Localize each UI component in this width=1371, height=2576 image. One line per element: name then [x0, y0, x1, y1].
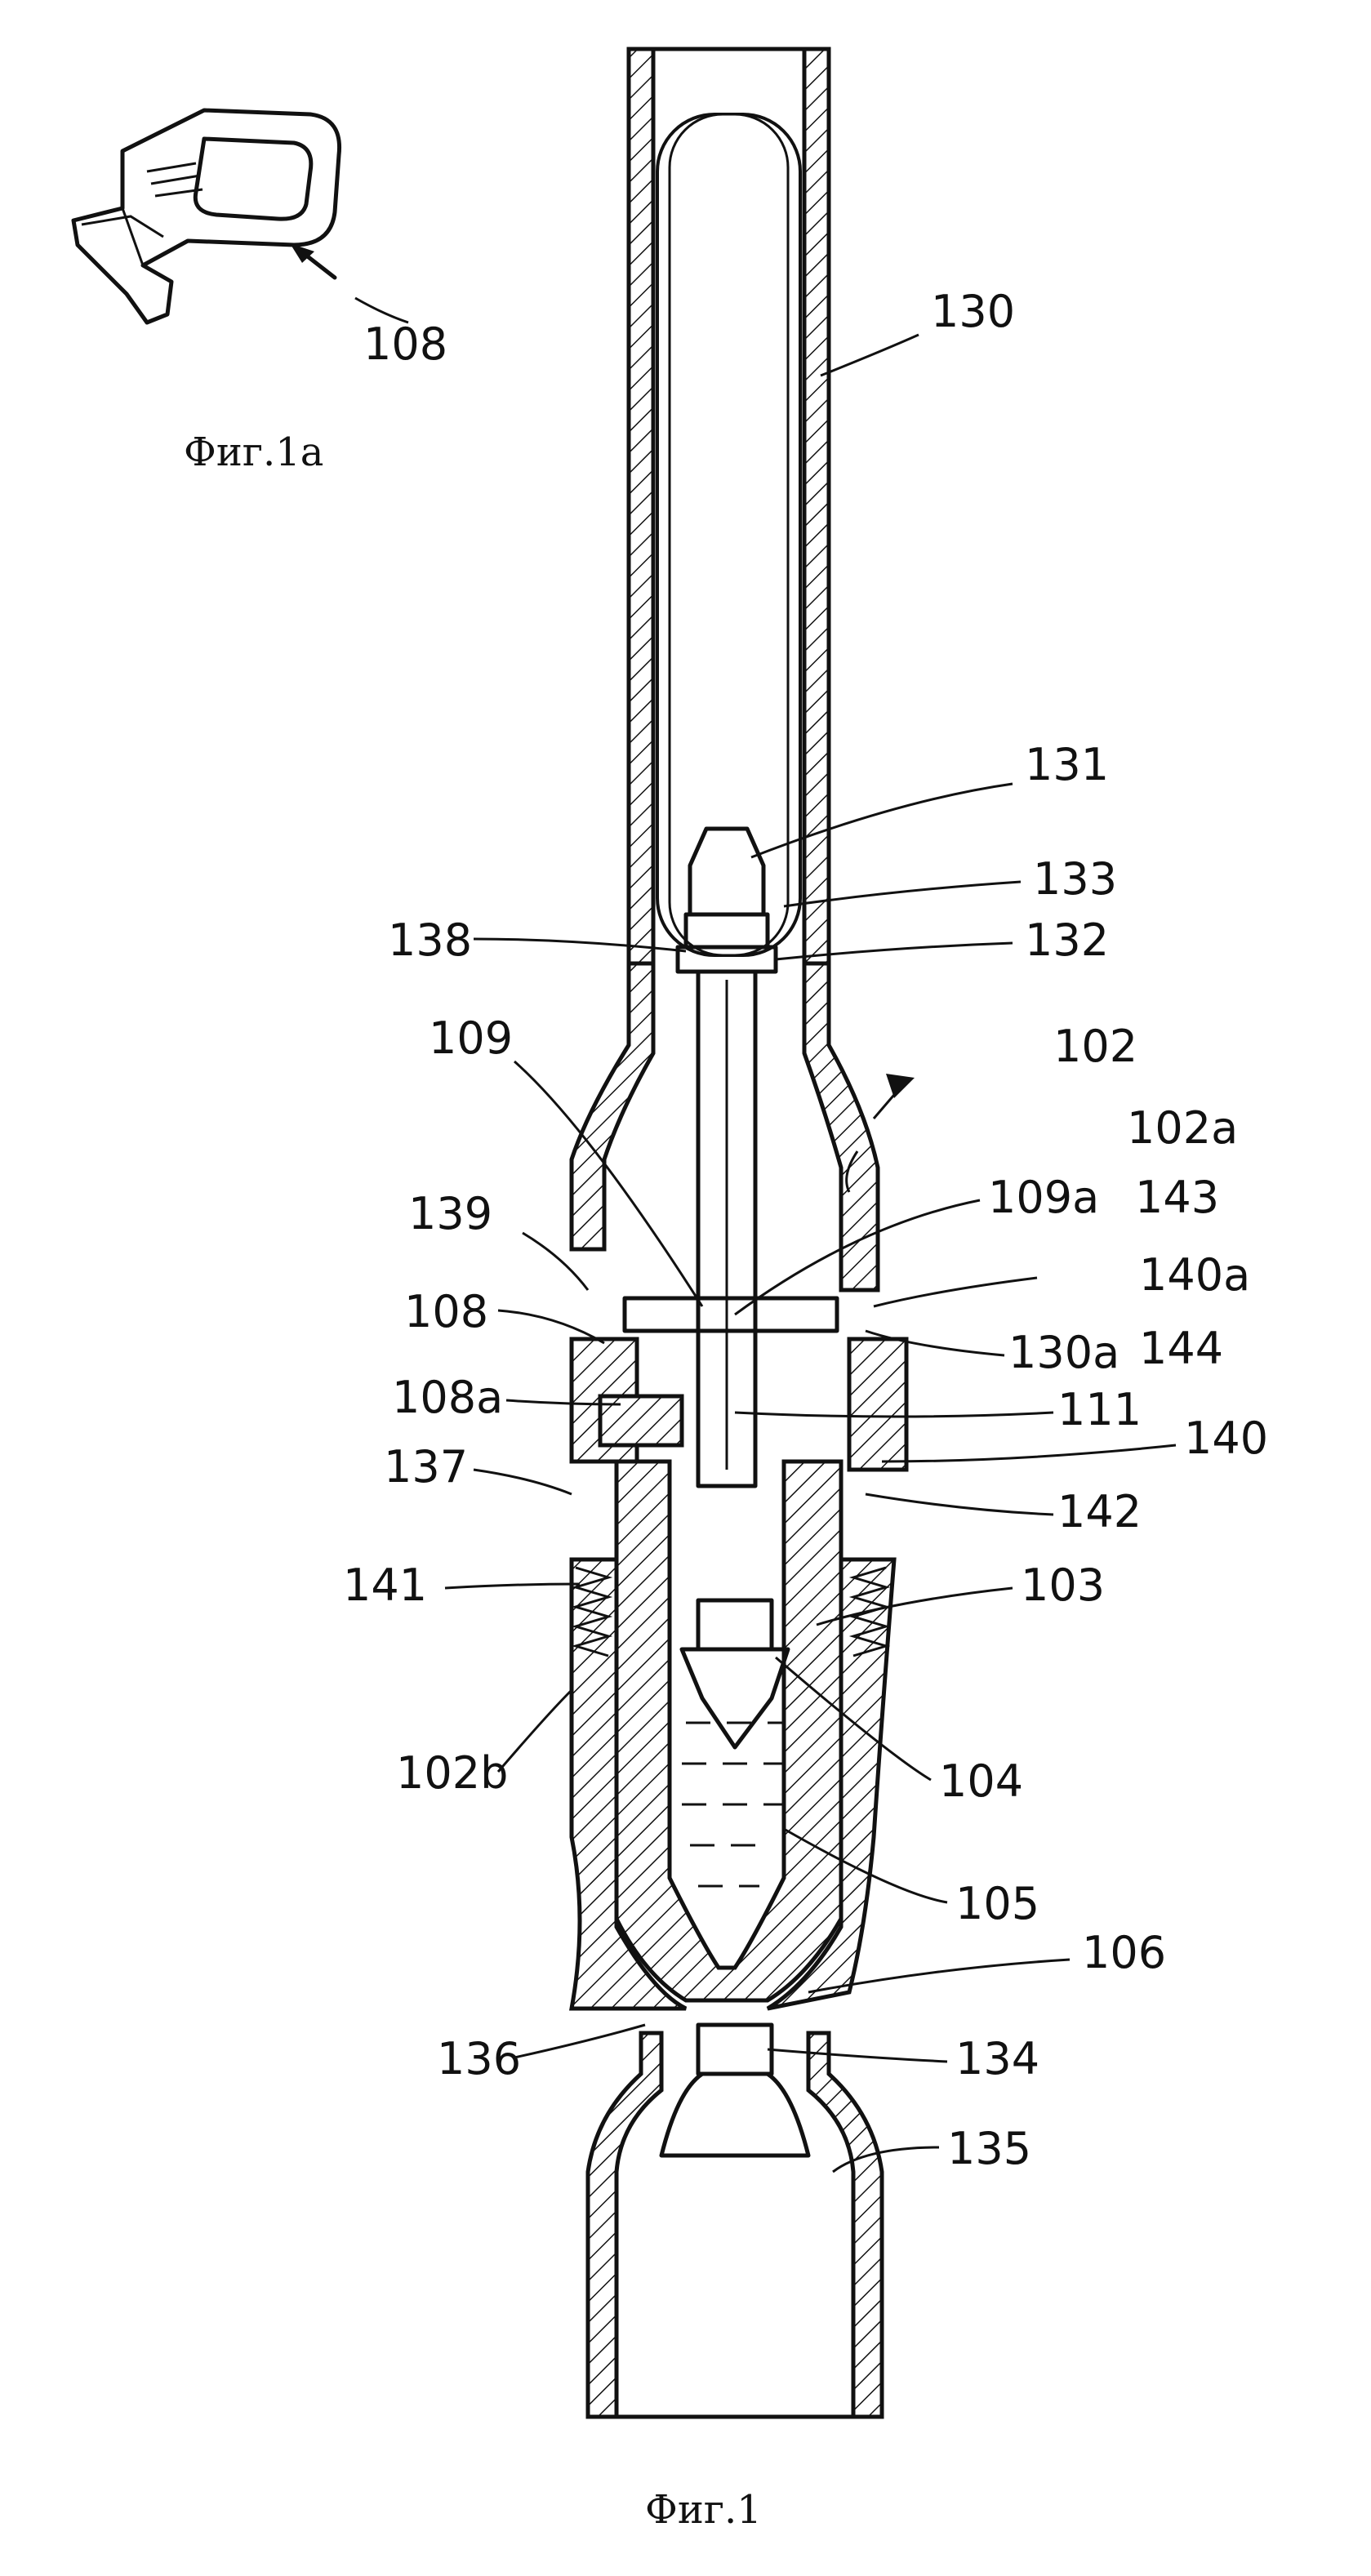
label-104: 104 [939, 1755, 1023, 1807]
label-111: 111 [1057, 1384, 1142, 1435]
label-143: 143 [1135, 1172, 1219, 1223]
label-108: 108 [404, 1286, 488, 1337]
label-142: 142 [1057, 1486, 1142, 1537]
label-141: 141 [343, 1559, 427, 1611]
label-131: 131 [1025, 739, 1109, 790]
label-102: 102 [1053, 1021, 1137, 1072]
label-130a: 130a [1008, 1327, 1120, 1378]
label-132: 132 [1025, 914, 1109, 966]
label-103: 103 [1021, 1559, 1105, 1611]
label-139: 139 [408, 1188, 492, 1239]
label-130: 130 [931, 286, 1015, 337]
clip-part-illustration [73, 110, 408, 323]
label-102a: 102a [1127, 1102, 1238, 1154]
label-106: 106 [1082, 1927, 1166, 1978]
label-137: 137 [384, 1441, 468, 1493]
label-138: 138 [388, 914, 472, 966]
fig1a-caption: Фиг.1а [184, 429, 323, 475]
label-140a: 140a [1139, 1249, 1250, 1301]
label-135: 135 [947, 2123, 1031, 2174]
label-136: 136 [437, 2033, 521, 2084]
label-105: 105 [955, 1878, 1039, 1929]
label-109: 109 [429, 1012, 513, 1064]
label-140: 140 [1184, 1413, 1268, 1464]
main-assembly [572, 49, 906, 2417]
label-109a: 109a [988, 1172, 1099, 1223]
label-108a: 108a [392, 1372, 503, 1423]
label-144: 144 [1139, 1323, 1223, 1374]
fig1-caption: Фиг.1 [645, 2487, 762, 2533]
label-102b: 102b [396, 1747, 508, 1799]
label-108-top: 108 [363, 318, 447, 370]
label-133: 133 [1033, 853, 1117, 905]
label-134: 134 [955, 2033, 1039, 2084]
